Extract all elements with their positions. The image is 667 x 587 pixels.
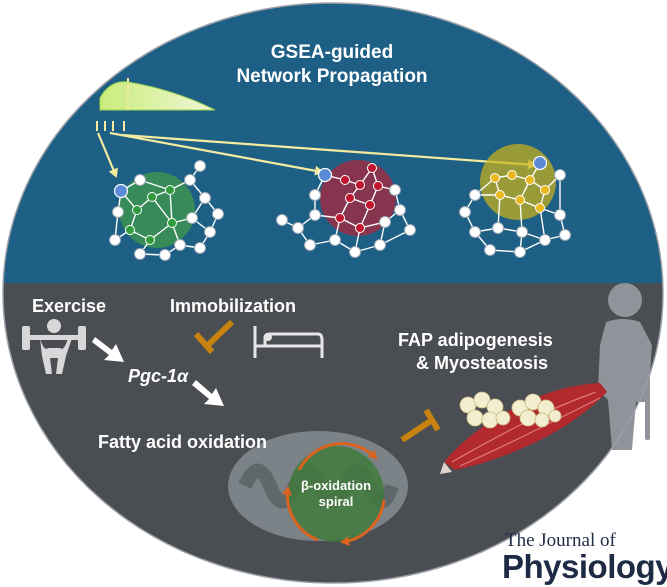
pgc1a-label: Pgc-1α [128, 366, 189, 386]
propagation-arrows [96, 131, 537, 178]
spiral-label: spiral [318, 494, 354, 509]
network-red [276, 160, 416, 258]
journal-name-line-2: Physiology [502, 548, 667, 585]
network-yellow [459, 144, 571, 258]
elderly-person-icon [598, 283, 652, 450]
muscle-icon [440, 383, 607, 474]
inhibition-symbol [193, 319, 235, 354]
seed-node [317, 167, 333, 183]
journal-name-line-1: The Journal of [505, 530, 616, 551]
seed-node [532, 155, 548, 171]
inhibition-symbol-fao [400, 408, 441, 443]
exercise-label: Exercise [32, 296, 107, 316]
bed-icon [253, 326, 324, 358]
myosteatosis-label: & Myosteatosis [416, 353, 549, 373]
title-line-1: GSEA-guided [270, 42, 394, 63]
enrichment-curve-icon [96, 78, 216, 131]
fatty-acid-oxidation-label: Fatty acid oxidation [98, 432, 268, 452]
beta-oxidation-label: β-oxidation [300, 478, 372, 493]
network-green [109, 160, 224, 261]
seed-node [113, 183, 129, 199]
activation-arrows [92, 337, 224, 406]
mitochondrion-icon [228, 431, 408, 547]
immobilization-label: Immobilization [170, 296, 296, 316]
fap-adipogenesis-label: FAP adipogenesis [398, 330, 553, 350]
title-line-2: Network Propagation [236, 66, 428, 87]
weightlifter-icon [22, 319, 86, 374]
